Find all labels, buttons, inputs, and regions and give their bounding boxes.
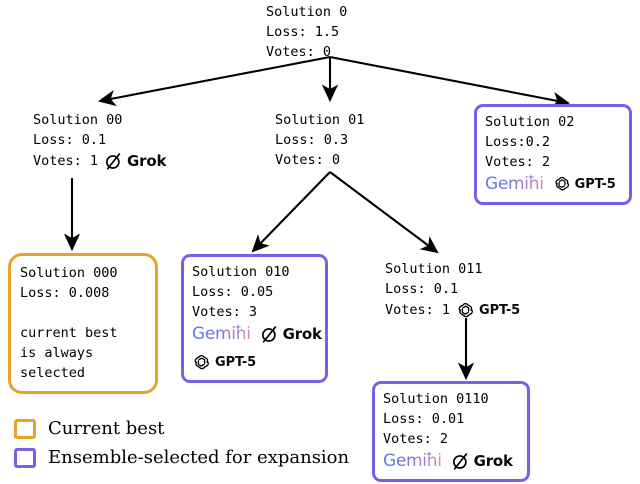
node-votes-row: Votes: 1 GPT-5 [385, 299, 520, 321]
grok-icon [106, 152, 121, 170]
gemini-sparkle-icon [235, 324, 242, 331]
gpt5-label: GPT-5 [215, 354, 257, 370]
gemini-badge: Gemini [192, 323, 251, 344]
gpt5-badge: GPT-5 [553, 175, 616, 193]
gemini-badge: Gemini [383, 450, 442, 471]
orange-square-icon [14, 418, 36, 439]
node-solution-0[interactable]: Solution 0 Loss: 1.5 Votes: 0 [266, 2, 347, 62]
gemini-label: Gemini [192, 323, 251, 344]
node-solution-01[interactable]: Solution 01 Loss: 0.3 Votes: 0 [275, 110, 364, 170]
node-votes: Votes: 1 [33, 153, 99, 169]
node-title: Solution 000 [20, 265, 118, 281]
node-votes-row: Votes: 1 Grok [33, 150, 166, 172]
purple-square-icon [14, 447, 36, 468]
node-solution-0110[interactable]: Solution 0110 Loss: 0.01 Votes: 2 Gemini… [372, 381, 530, 482]
legend-label: Ensemble-selected for expansion [48, 447, 350, 468]
node-votes: Votes: 0 [266, 44, 332, 60]
legend-item-current-best: Current best [14, 414, 349, 443]
gpt5-label: GPT-5 [479, 302, 521, 318]
node-solution-010[interactable]: Solution 010 Loss: 0.05 Votes: 3 Gemini … [181, 254, 328, 383]
node-loss: Loss: 0.3 [275, 132, 349, 148]
legend: Current best Ensemble-selected for expan… [14, 414, 349, 472]
grok-label: Grok [473, 452, 513, 470]
grok-icon [261, 325, 276, 343]
node-voter-badges-row-1: Gemini Grok [192, 322, 322, 346]
node-votes: Votes: 3 [192, 304, 258, 320]
node-solution-011[interactable]: Solution 011 Loss: 0.1 Votes: 1 GPT-5 [385, 259, 520, 321]
legend-label: Current best [48, 418, 165, 439]
node-solution-000[interactable]: Solution 000 Loss: 0.008 current best is… [8, 253, 158, 394]
grok-label: Grok [127, 152, 167, 170]
edge-s01-to-s011 [329, 171, 439, 254]
gpt5-label: GPT-5 [574, 176, 616, 192]
node-voter-badges: Gemini Grok [383, 449, 519, 473]
node-votes: Votes: 0 [275, 152, 341, 168]
node-note-line-2: is always [20, 345, 94, 361]
node-voter-badges: Gemini GPT-5 [485, 172, 621, 196]
node-title: Solution 010 [192, 264, 290, 280]
gemini-sparkle-icon [426, 451, 433, 458]
gemini-label: Gemini [485, 173, 544, 194]
node-loss: Loss: 0.05 [192, 284, 274, 300]
gpt5-badge: GPT-5 [456, 301, 520, 320]
openai-swirl-icon [194, 354, 209, 369]
grok-badge: Grok [451, 452, 513, 471]
gemini-sparkle-icon [528, 174, 535, 181]
openai-swirl-icon [458, 302, 473, 317]
node-title: Solution 01 [275, 112, 365, 128]
edge-s01-to-s010 [251, 171, 331, 253]
legend-item-ensemble-selected: Ensemble-selected for expansion [14, 443, 349, 472]
node-votes: Votes: 1 [385, 302, 451, 318]
gemini-label: Gemini [383, 450, 442, 471]
node-votes: Votes: 2 [485, 154, 551, 170]
edge-root-to-s00 [97, 55, 331, 107]
node-title: Solution 00 [33, 112, 123, 128]
node-title: Solution 0110 [383, 391, 489, 407]
gemini-badge: Gemini [485, 173, 544, 194]
node-note-line-3: selected [20, 365, 86, 381]
grok-badge: Grok [260, 325, 322, 344]
node-title: Solution 011 [385, 261, 483, 277]
gpt5-badge: GPT-5 [192, 353, 256, 372]
grok-badge: Grok [104, 152, 166, 171]
grok-icon [452, 452, 467, 470]
node-note-spacer [20, 303, 146, 323]
node-loss: Loss: 1.5 [266, 24, 340, 40]
node-loss: Loss: 0.1 [33, 132, 107, 148]
node-loss: Loss: 0.01 [383, 411, 465, 427]
node-title: Solution 0 [266, 4, 348, 20]
node-note-line-1: current best [20, 325, 118, 341]
node-loss: Loss: 0.1 [385, 281, 459, 297]
node-voter-badges-row-2: GPT-5 [192, 350, 317, 374]
node-solution-00[interactable]: Solution 00 Loss: 0.1 Votes: 1 Grok [33, 110, 166, 172]
node-loss: Loss:0.2 [485, 134, 551, 150]
node-solution-02[interactable]: Solution 02 Loss:0.2 Votes: 2 Gemini [474, 104, 632, 205]
grok-label: Grok [282, 325, 322, 343]
openai-swirl-icon [555, 176, 569, 191]
node-title: Solution 02 [485, 114, 575, 130]
node-votes: Votes: 2 [383, 431, 449, 447]
node-loss: Loss: 0.008 [20, 285, 110, 301]
edge-root-to-s02 [329, 55, 571, 109]
